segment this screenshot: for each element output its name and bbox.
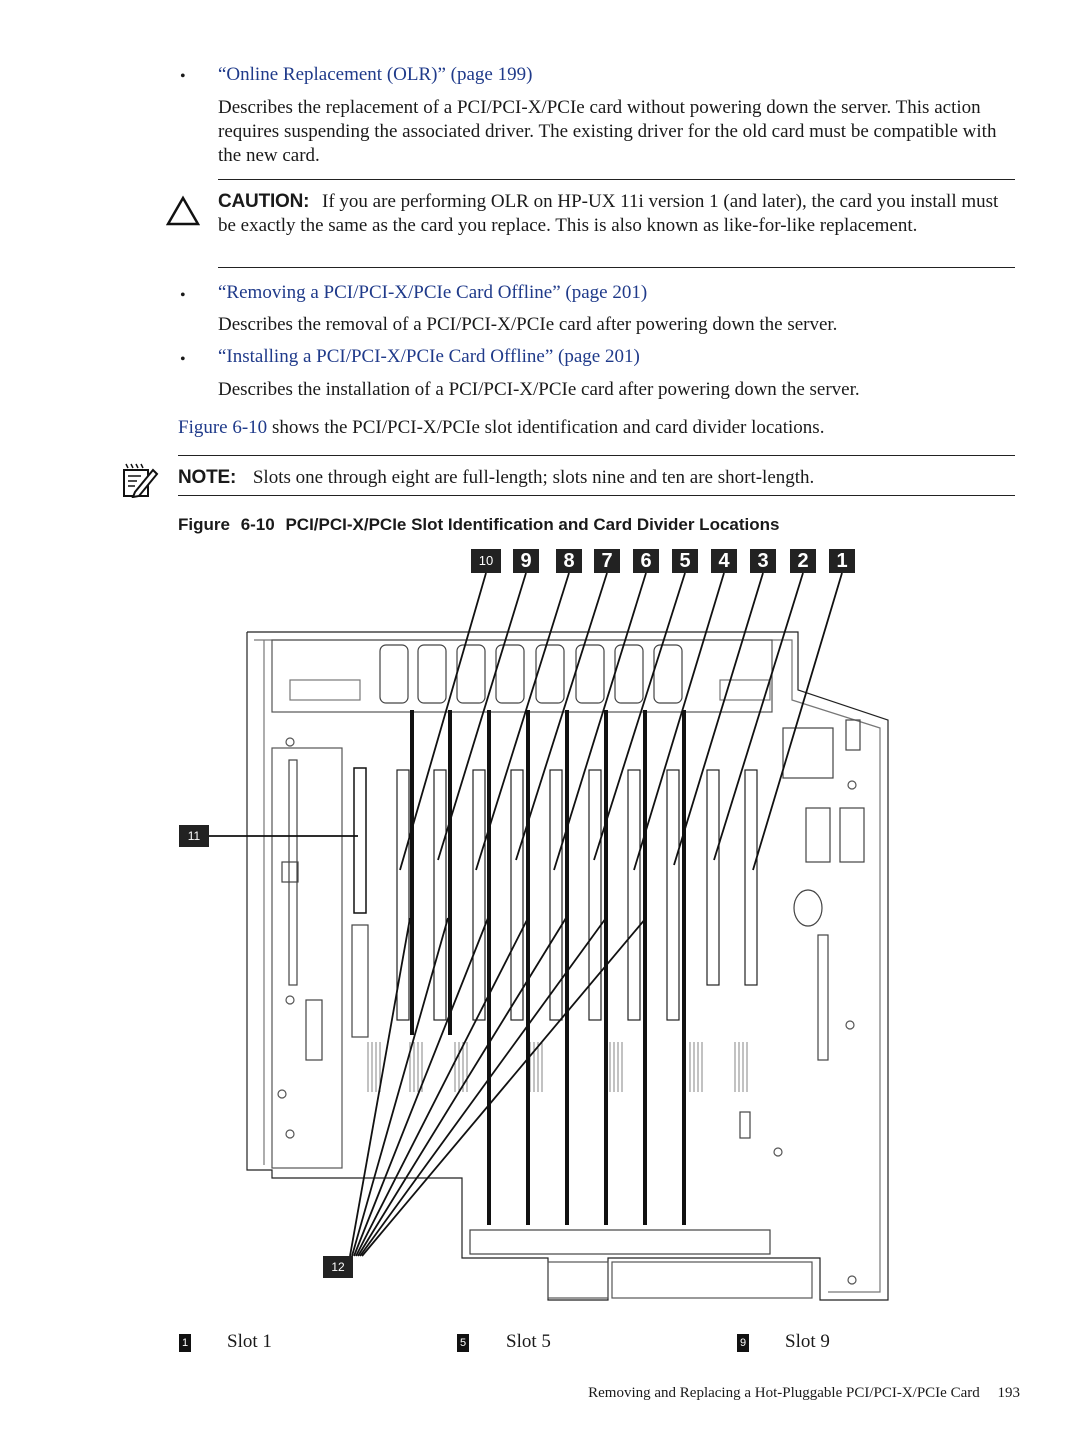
note-label: NOTE: <box>178 467 237 488</box>
link-removing-card-offline[interactable]: “Removing a PCI/PCI-X/PCIe Card Offline”… <box>218 282 648 303</box>
bullet-description: Describes the replacement of a PCI/PCI-X… <box>218 97 997 166</box>
page-number: 193 <box>997 1385 1021 1401</box>
callout-slot-6: 6 <box>633 549 659 573</box>
figure-caption-number: 6-10 <box>240 515 275 534</box>
slot-leader-lines <box>399 572 843 871</box>
caution-bottom-rule <box>218 267 1015 268</box>
callout-slot-8: 8 <box>556 549 582 573</box>
figure-caption-prefix: Figure <box>178 515 230 534</box>
card-latches <box>379 644 683 704</box>
callout-12: 12 <box>323 1256 353 1278</box>
link-online-replacement[interactable]: “Online Replacement (OLR)” (page 199) <box>218 64 533 85</box>
note-pencil-icon <box>121 462 159 503</box>
note-bottom-rule <box>178 495 1015 496</box>
legend-num-5: 5 <box>457 1334 469 1352</box>
callout-slot-9: 9 <box>513 549 539 573</box>
caution-label: CAUTION: <box>218 191 310 212</box>
footer-text: Removing and Replacing a Hot-Pluggable P… <box>588 1385 980 1401</box>
legend-label-slot-1: Slot 1 <box>227 1331 272 1352</box>
note-top-rule <box>178 455 1015 456</box>
callout-slot-3: 3 <box>750 549 776 573</box>
caution-triangle-icon <box>165 195 201 232</box>
bullet-marker: • <box>180 287 186 304</box>
note-text: Slots one through eight are full-length;… <box>252 467 815 488</box>
note-block: NOTE: Slots one through eight are full-l… <box>178 466 1018 490</box>
heatsink-fins <box>367 1042 748 1092</box>
callout-slot-2: 2 <box>790 549 816 573</box>
callout-slot-7: 7 <box>594 549 620 573</box>
figure-reference: Figure 6-10 shows the PCI/PCI-X/PCIe slo… <box>178 416 1018 440</box>
pci-slots <box>396 769 758 1021</box>
legend-label-slot-9: Slot 9 <box>785 1331 830 1352</box>
connector-11 <box>353 767 367 914</box>
legend-num-1: 1 <box>179 1334 191 1352</box>
figure-reference-text: shows the PCI/PCI-X/PCIe slot identifica… <box>267 417 825 438</box>
bullet-description: Describes the installation of a PCI/PCI-… <box>218 379 860 400</box>
link-installing-card-offline[interactable]: “Installing a PCI/PCI-X/PCIe Card Offlin… <box>218 346 640 367</box>
callout-11: 11 <box>179 825 209 847</box>
legend-num-9: 9 <box>737 1334 749 1352</box>
bullet-description: Describes the removal of a PCI/PCI-X/PCI… <box>218 314 838 335</box>
figure-caption: Figure 6-10 PCI/PCI-X/PCIe Slot Identifi… <box>178 515 779 535</box>
figure-caption-title: PCI/PCI-X/PCIe Slot Identification and C… <box>285 515 780 534</box>
callout-slot-1: 1 <box>829 549 855 573</box>
caution-text: If you are performing OLR on HP-UX 11i v… <box>218 191 999 236</box>
card-dividers <box>410 710 686 1225</box>
mounting-holes <box>277 737 857 1285</box>
page-footer: Removing and Replacing a Hot-Pluggable P… <box>500 1385 1020 1402</box>
caution-top-rule <box>218 179 1015 180</box>
callout-slot-4: 4 <box>711 549 737 573</box>
figure-link[interactable]: Figure 6-10 <box>178 417 268 438</box>
legend-label-slot-5: Slot 5 <box>506 1331 551 1352</box>
callout-slot-5: 5 <box>672 549 698 573</box>
chassis-outline <box>246 631 889 1301</box>
callout-slot-10: 10 <box>471 549 501 573</box>
bullet-marker: • <box>180 68 186 85</box>
left-panel <box>271 747 343 1169</box>
edge-connector <box>469 1229 771 1255</box>
bullet-marker: • <box>180 351 186 368</box>
caution-block: CAUTION: If you are performing OLR on HP… <box>218 190 1018 238</box>
divider-leader-lines <box>349 917 647 1257</box>
